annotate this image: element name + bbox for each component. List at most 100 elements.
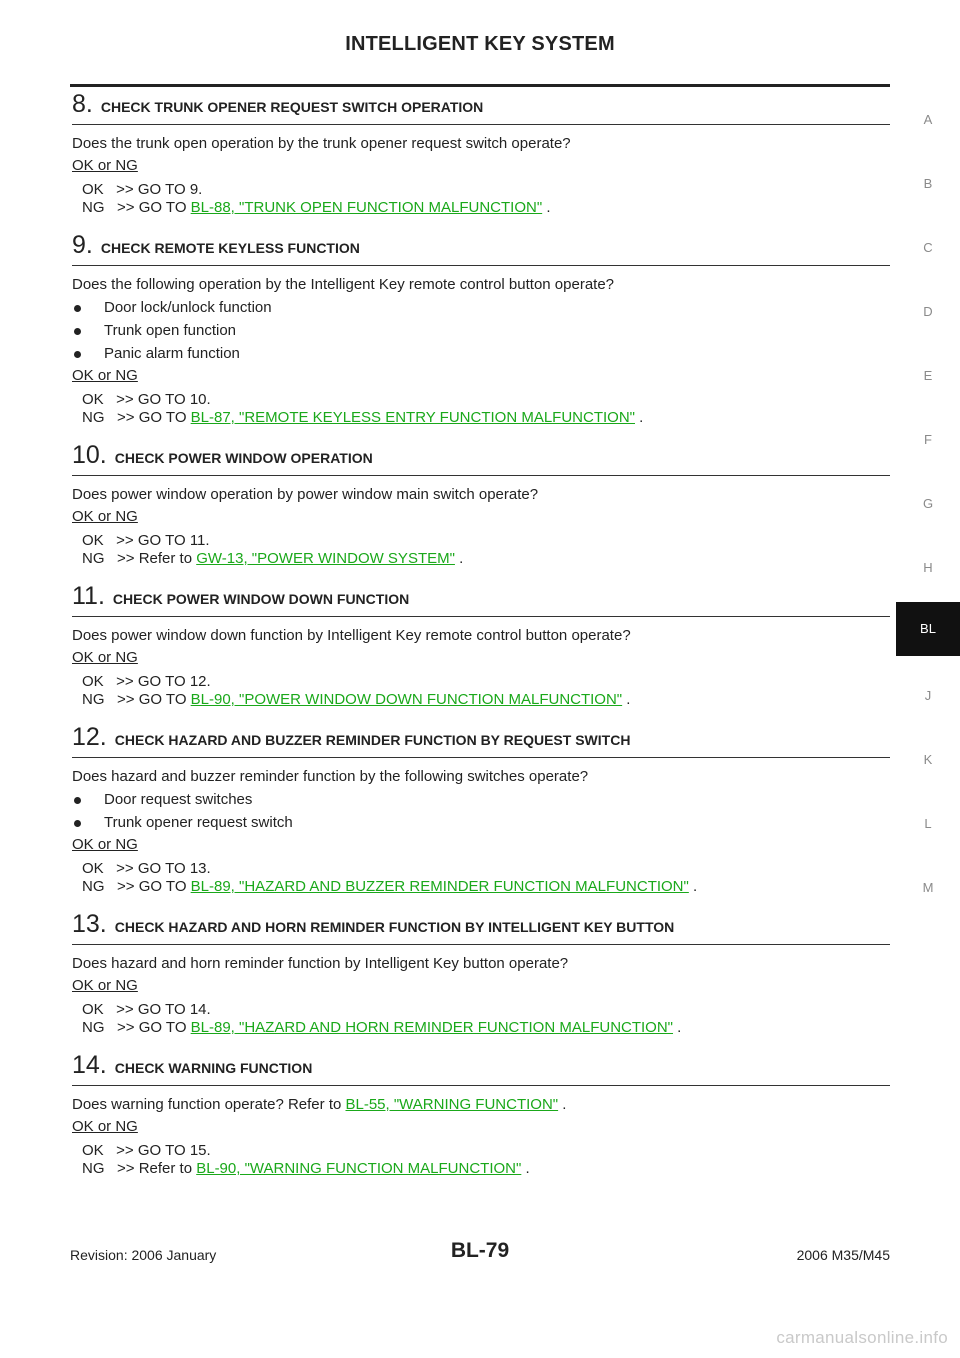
section-tab-h[interactable]: H [923,560,933,575]
ng-suffix: . [622,691,631,708]
ng-suffix: . [542,199,551,216]
step-5: 13. CHECK HAZARD AND HORN REMINDER FUNCTI… [72,910,890,1037]
procedure-content: 8. CHECK TRUNK OPENER REQUEST SWITCH OPER… [72,88,890,1192]
step-heading: 8. CHECK TRUNK OPENER REQUEST SWITCH OPER… [72,90,890,125]
section-tab-k[interactable]: K [923,752,933,767]
ng-suffix: . [521,1160,530,1177]
result-block: OK >> GO TO 14.NG >> GO TO BL-89, "HAZAR… [82,1001,890,1037]
section-tab-m[interactable]: M [922,880,934,895]
ng-prefix: NG >> GO TO [82,878,191,895]
title-rule [70,84,890,87]
bullet-item: Door request switches [72,791,890,809]
result-block: OK >> GO TO 9.NG >> GO TO BL-88, "TRUNK … [82,181,890,217]
section-tab-l[interactable]: L [924,816,932,831]
ng-prefix: NG >> GO TO [82,409,191,426]
section-tab-a[interactable]: A [923,112,933,127]
step-number: 12. [72,723,107,751]
section-tabs: A B C D E F G H BL J K L M [896,0,960,1358]
bullet-item: Panic alarm function [72,345,890,363]
watermark: carmanualsonline.info [776,1328,948,1347]
ok-result: OK >> GO TO 15. [82,1142,211,1159]
step-number: 13. [72,910,107,938]
question-link[interactable]: BL-55, "WARNING FUNCTION" [345,1096,559,1113]
question-text: Does warning function operate? Refer to [72,1096,346,1113]
step-number: 8. [72,90,93,118]
step-heading: 13. CHECK HAZARD AND HORN REMINDER FUNCTI… [72,910,890,945]
bullet-item: Trunk open function [72,322,890,340]
revision-label: Revision: 2006 January [70,1247,217,1263]
step-number: 10. [72,441,107,469]
section-tab-bl[interactable]: BL [896,602,960,656]
step-title: CHECK HAZARD AND HORN REMINDER FUNCTION … [114,919,675,935]
bullet-dot-icon [74,305,81,312]
step-4: 12. CHECK HAZARD AND BUZZER REMINDER FUNC… [72,723,890,896]
ng-link[interactable]: BL-90, "WARNING FUNCTION MALFUNCTION" [196,1160,522,1177]
result-block: OK >> GO TO 12.NG >> GO TO BL-90, "POWER… [82,673,890,709]
ok-or-ng-label: OK or NG [72,367,138,384]
section-tab-d[interactable]: D [923,304,933,319]
ng-prefix: NG >> GO TO [82,691,191,708]
ng-suffix: . [673,1019,682,1036]
bullet-item: Door lock/unlock function [72,299,890,317]
step-question: Does power window operation by power win… [72,486,539,503]
bullet-text: Panic alarm function [104,345,240,362]
step-heading: 10. CHECK POWER WINDOW OPERATION [72,441,890,476]
ng-prefix: NG >> Refer to [82,1160,197,1177]
section-tab-c[interactable]: C [923,240,933,255]
ng-result: NG >> GO TO BL-88, "TRUNK OPEN FUNCTION … [82,199,890,217]
section-tab-b[interactable]: B [923,176,933,191]
ng-link[interactable]: BL-90, "POWER WINDOW DOWN FUNCTION MALFU… [190,691,623,708]
page-number: BL-79 [450,1239,510,1262]
ng-link[interactable]: BL-88, "TRUNK OPEN FUNCTION MALFUNCTION" [190,199,543,216]
ok-or-ng-label: OK or NG [72,649,138,666]
section-tab-j[interactable]: J [924,688,932,703]
step-number: 9. [72,231,93,259]
step-1: 9. CHECK REMOTE KEYLESS FUNCTION Does the … [72,231,890,427]
step-0: 8. CHECK TRUNK OPENER REQUEST SWITCH OPER… [72,90,890,217]
step-title: CHECK POWER WINDOW OPERATION [114,450,373,466]
ng-suffix: . [635,409,644,426]
step-6: 14. CHECK WARNING FUNCTION Does warning fu… [72,1051,890,1178]
step-heading: 14. CHECK WARNING FUNCTION [72,1051,890,1086]
question-suffix: . [558,1096,567,1113]
bullet-text: Door lock/unlock function [104,299,272,316]
ng-result: NG >> GO TO BL-90, "POWER WINDOW DOWN FU… [82,691,890,709]
ng-result: NG >> GO TO BL-87, "REMOTE KEYLESS ENTRY… [82,409,890,427]
section-tab-g[interactable]: G [922,496,934,511]
step-question: Does the following operation by the Inte… [72,276,615,293]
ok-or-ng-label: OK or NG [72,1118,138,1135]
bullet-dot-icon [74,820,81,827]
step-title: CHECK WARNING FUNCTION [114,1060,313,1076]
bullet-dot-icon [74,797,81,804]
step-number: 14. [72,1051,107,1079]
step-title: CHECK REMOTE KEYLESS FUNCTION [100,240,360,256]
result-block: OK >> GO TO 15.NG >> Refer to BL-90, "WA… [82,1142,890,1178]
result-block: OK >> GO TO 13.NG >> GO TO BL-89, "HAZAR… [82,860,890,896]
step-heading: 11.CHECK POWER WINDOW DOWN FUNCTION [72,582,890,617]
step-number: 11. [72,582,105,610]
ng-link[interactable]: GW-13, "POWER WINDOW SYSTEM" [196,550,455,567]
ok-result: OK >> GO TO 12. [82,673,211,690]
ok-or-ng-label: OK or NG [72,508,138,525]
bullet-item: Trunk opener request switch [72,814,890,832]
step-question: Does warning function operate? Refer to … [72,1096,890,1114]
bullet-text: Door request switches [104,791,253,808]
bullet-dot-icon [74,351,81,358]
ng-prefix: NG >> GO TO [82,199,191,216]
section-tab-e[interactable]: E [923,368,933,383]
ng-link[interactable]: BL-89, "HAZARD AND HORN REMINDER FUNCTIO… [190,1019,674,1036]
ng-result: NG >> GO TO BL-89, "HAZARD AND HORN REMI… [82,1019,890,1037]
page-title: INTELLIGENT KEY SYSTEM [345,33,615,55]
ng-link[interactable]: BL-89, "HAZARD AND BUZZER REMINDER FUNCT… [190,878,689,895]
ng-link[interactable]: BL-87, "REMOTE KEYLESS ENTRY FUNCTION MA… [190,409,635,426]
ok-or-ng-label: OK or NG [72,836,138,853]
step-title: CHECK HAZARD AND BUZZER REMINDER FUNCTIO… [114,732,631,748]
step-heading: 9. CHECK REMOTE KEYLESS FUNCTION [72,231,890,266]
section-tab-f[interactable]: F [924,432,932,447]
step-title: CHECK TRUNK OPENER REQUEST SWITCH OPERAT… [100,99,484,115]
bullet-text: Trunk open function [104,322,237,339]
ok-result: OK >> GO TO 10. [82,391,211,408]
